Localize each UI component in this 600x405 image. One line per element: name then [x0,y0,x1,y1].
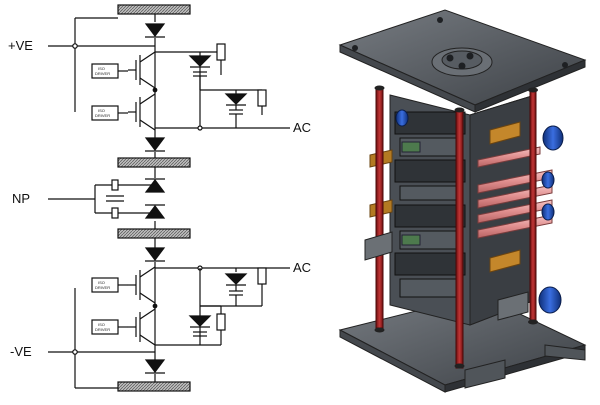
side-bracket [364,231,393,261]
heatsink-bar [117,228,191,239]
tie-rods [374,85,538,369]
gate-driver-labels: ISO DRIVER ISO DRIVER ISO DRIVER ISO DRI… [95,66,110,332]
mounting-foot [544,344,586,361]
circuit-schematic [48,4,290,392]
gate-driver-label: DRIVER [95,113,110,118]
diode [144,359,166,374]
igbt-lower-1 [128,266,156,304]
gate-driver-label: DRIVER [95,285,110,290]
label-ac-output-lower: AC [293,260,311,275]
diode [144,137,166,152]
module-layers [394,111,466,298]
stack-assembly-render [338,9,587,393]
mounting-foot [464,359,506,389]
heatsink-bar [117,381,191,392]
diode [144,23,166,38]
diode [144,247,166,262]
heatsink-bar [117,4,191,15]
igbt-upper-2 [128,93,156,131]
copper-busbar [489,121,521,145]
gate-driver-label: DRIVER [95,71,110,76]
gate-driver-pcb [401,234,421,246]
gate-driver-label: ISO [98,322,105,327]
snubber-capacitors [395,109,564,314]
gate-driver-label: ISO [98,280,105,285]
gate-driver-pcb [401,141,421,153]
igbt-lower-2 [128,308,156,346]
gate-driver-label: DRIVER [95,327,110,332]
label-negative-rail: -VE [10,344,32,359]
heatsink-bar [117,157,191,168]
side-bracket [497,291,529,321]
diode [144,204,166,219]
gate-driver-label: ISO [98,108,105,113]
copper-busbar [489,249,521,273]
label-positive-rail: +VE [8,38,33,53]
gate-driver-label: ISO [98,66,105,71]
label-neutral-point: NP [12,191,30,206]
igbt-upper-1 [128,51,156,89]
label-ac-output-upper: AC [293,120,311,135]
diode [144,178,166,193]
